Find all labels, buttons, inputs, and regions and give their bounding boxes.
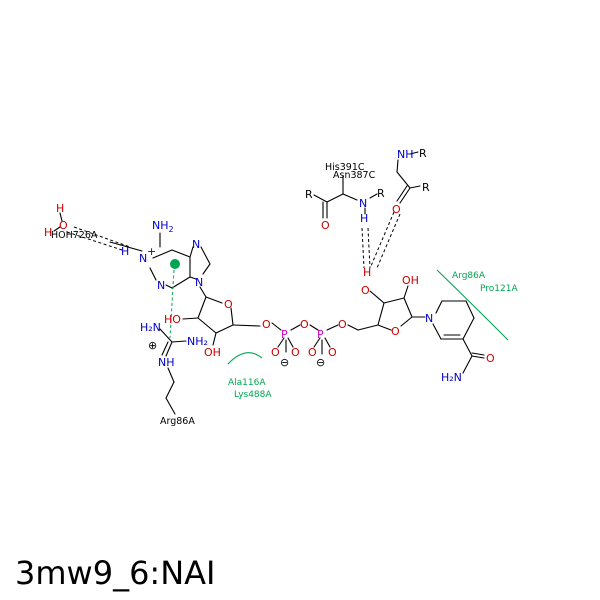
residue-labels: Ala116A Lys488A Arg86A Pro121A <box>228 271 518 400</box>
pi-cation-interaction <box>169 259 180 339</box>
pro121-label: Pro121A <box>480 284 518 294</box>
arg86-pro121-arc <box>436 269 509 341</box>
water-hbonds <box>66 226 131 251</box>
p1-minus-icon: ⊖ <box>280 356 289 369</box>
ala116-label: Ala116A <box>228 378 266 388</box>
pyridine-n: N <box>425 312 433 325</box>
ribose1-oh: OH <box>204 346 221 359</box>
arg86-bottom-label: Arg86A <box>160 416 195 427</box>
lys488-label: Lys488A <box>234 390 272 400</box>
arg-h2n: H₂N <box>140 321 161 334</box>
adenine-n-plus: N <box>139 252 147 265</box>
ribose2-oh: OH <box>402 274 419 287</box>
ribose-2 <box>357 285 426 331</box>
ribose1-ho: HO <box>164 313 181 326</box>
water-h1: H <box>56 202 64 215</box>
asn387-label: Asn387C <box>333 170 376 181</box>
backbone-n: N <box>359 197 367 210</box>
nicotinamide-ring <box>432 300 485 374</box>
backbone-r3: R <box>419 147 427 160</box>
backbone-r2: R <box>377 187 385 200</box>
adenine-plus-charge: + <box>147 245 156 258</box>
link-o1: O <box>262 318 271 331</box>
arg-plus-icon: ⊕ <box>148 339 157 352</box>
atom-labels: NH2 H N + N N N H O H HOH726A HO OH O O … <box>44 147 495 427</box>
backbone-o1: O <box>321 219 330 232</box>
ribose2-h3prime: H <box>363 266 371 279</box>
p1-oxygen-b: O <box>291 346 300 359</box>
arg-nh2: NH₂ <box>187 335 208 348</box>
ribose2-o3prime: O <box>361 284 370 297</box>
amide-o: O <box>486 352 495 365</box>
his391-label: His391C <box>325 162 365 173</box>
water-molecule <box>53 212 63 232</box>
ribose-1 <box>182 296 261 346</box>
backbone-nh: NH <box>397 148 414 161</box>
adenine-ring <box>109 232 211 298</box>
water-h2: H <box>44 226 52 239</box>
backbone-r1: R <box>305 188 313 201</box>
water-o: O <box>59 219 68 232</box>
p2-oxygen-a: O <box>308 346 317 359</box>
adenine-n-ring3: N <box>195 276 203 289</box>
phosphorus-2: P <box>317 328 324 341</box>
p2-minus-icon: ⊖ <box>316 356 325 369</box>
ala116-lys488-arc <box>227 352 263 365</box>
hydrophobic-contacts <box>227 269 509 365</box>
page-title: 3mw9_6:NAI <box>15 554 215 592</box>
backbone-fragment <box>313 151 421 219</box>
ribose2-hbonds <box>361 211 401 269</box>
link-o2: O <box>338 318 347 331</box>
arg86-sidechain <box>159 328 187 415</box>
phosphorus-1: P <box>281 328 288 341</box>
arg86-right-label: Arg86A <box>452 271 486 281</box>
pi-center-icon <box>170 259 180 269</box>
adenine-n-ring1: N <box>157 279 165 292</box>
water-label: HOH726A <box>51 230 98 241</box>
backbone-r4: R <box>422 181 430 194</box>
bridge-o: O <box>300 318 309 331</box>
adenine-h: H <box>121 245 129 258</box>
backbone-o2: O <box>392 203 401 216</box>
arg-nh: NH <box>158 356 175 369</box>
p1-oxygen-a: O <box>271 346 280 359</box>
backbone-h: H <box>360 212 368 225</box>
ribose2-o: O <box>391 325 400 338</box>
adenine-nh2: NH2 <box>152 219 174 234</box>
ribose1-o: O <box>224 298 233 311</box>
adenine-n-ring2: N <box>192 238 200 251</box>
p2-oxygen-b: O <box>328 346 337 359</box>
phosphate-chain <box>271 322 359 355</box>
amide-nh2: H₂N <box>441 371 462 384</box>
